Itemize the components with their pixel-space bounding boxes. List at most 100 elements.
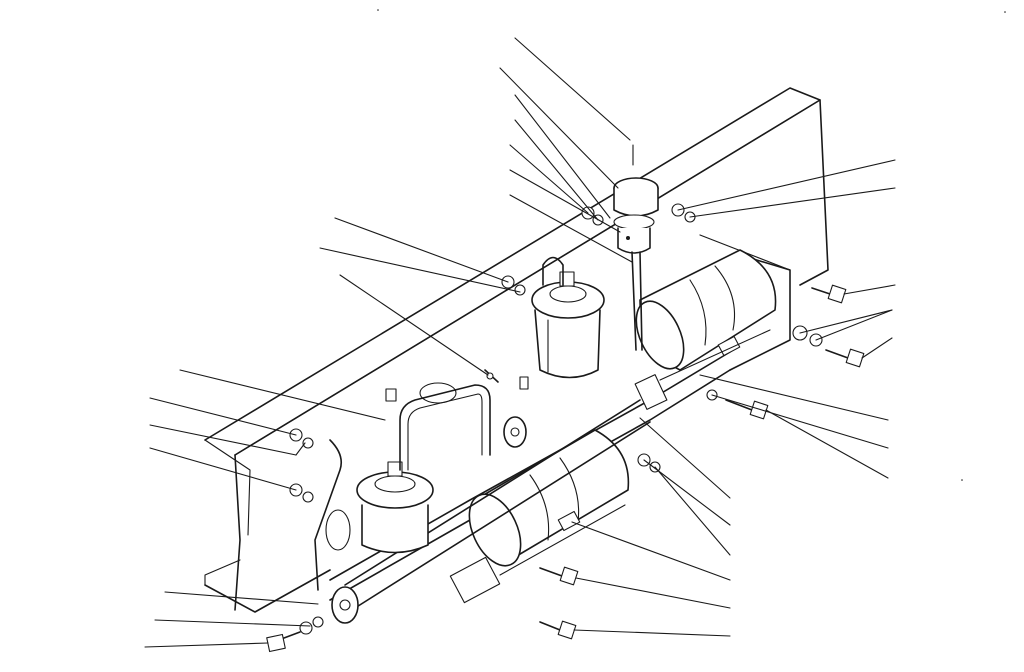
lower-chamber-nipple [387, 461, 403, 477]
callout-leader [711, 394, 889, 449]
u-bend-pipe [399, 256, 564, 471]
rail-hole-lower [325, 509, 351, 551]
small-screw-mid [484, 369, 499, 383]
callout-leader [509, 194, 633, 263]
scan-dot [961, 479, 963, 481]
lower-mount-block [449, 556, 501, 604]
shaft-end-hub [339, 599, 351, 611]
callout-leaders [144, 37, 896, 648]
callout-leader [765, 409, 889, 479]
shaft-mid-hub [510, 427, 520, 437]
bracket-right-plate [729, 254, 791, 371]
screw-head-icon [486, 372, 494, 380]
bolt-shank [539, 621, 561, 631]
rail-web-fold [204, 439, 251, 536]
callout-leader [573, 629, 731, 637]
u-bend-lower [399, 384, 491, 471]
callout-leader [654, 466, 731, 556]
rail-hole-upper [419, 382, 457, 404]
callout-leader [164, 591, 319, 605]
washer-icon [302, 491, 314, 503]
callout-leader [699, 374, 889, 421]
callout-leader [815, 309, 893, 341]
callout-leader [339, 274, 489, 376]
washer-icon [302, 437, 314, 449]
bolt-head-icon [557, 620, 577, 640]
left-pipe-line [314, 439, 343, 591]
scan-dot [1004, 11, 1006, 13]
callout-leader [334, 217, 509, 283]
frame-rail [204, 87, 829, 613]
bolt-bottom-1 [539, 566, 579, 586]
lower-chamber [356, 461, 434, 554]
bolt-shank [825, 349, 849, 359]
callout-leader [509, 144, 589, 214]
callout-leader [575, 577, 731, 609]
bolt-head-icon [559, 566, 579, 586]
callout-leader [499, 67, 619, 189]
bolt-mid-right [825, 348, 865, 368]
callout-leader [179, 369, 386, 421]
top-valve [613, 144, 659, 351]
bolt-bottom-2 [539, 620, 577, 640]
upper-cylinder-band-1 [689, 279, 707, 346]
scan-dot [377, 9, 379, 11]
upper-cylinder-band-2 [714, 265, 736, 331]
callout-leader [514, 119, 599, 221]
callout-leader [677, 159, 896, 211]
callout-leader [149, 397, 297, 436]
scan-marks [377, 9, 1006, 481]
bolt-head-icon [749, 400, 769, 420]
u-bend-lower-inner [407, 393, 483, 471]
nut-icon [312, 616, 324, 628]
valve-seal [613, 214, 655, 230]
shaft-end-flange [331, 586, 359, 624]
bolt-shank [539, 567, 563, 577]
callout-leader [319, 247, 521, 293]
lower-cylinder-rod [499, 504, 626, 576]
valve-body [617, 227, 651, 254]
callout-leader [861, 337, 893, 359]
callout-leader [571, 521, 731, 581]
callout-leader [689, 187, 896, 218]
upper-brake-cylinder [635, 249, 777, 381]
callout-leader [514, 37, 631, 141]
shaft-right-coupler [634, 374, 668, 410]
valve-cap-side [613, 187, 659, 217]
lower-chamber-body [361, 504, 429, 554]
callout-leader [799, 309, 893, 334]
upper-chamber [531, 271, 605, 379]
lower-cylinder-band-1 [529, 474, 550, 541]
upper-cylinder-rod [659, 329, 771, 381]
bolt-head-icon [266, 633, 286, 653]
shaft-bottom-edge [354, 421, 651, 609]
bolt-bottom-left [266, 616, 324, 653]
rail-bottom-lip [204, 559, 241, 586]
fitting-icon [385, 388, 397, 402]
shaft-top-edge [344, 399, 641, 586]
callout-leader [514, 94, 611, 219]
fitting-icon [519, 376, 529, 390]
rail-flange-edge [234, 99, 821, 456]
callout-leader [509, 169, 621, 233]
bolt-shank [283, 631, 301, 639]
u-bend-upper [542, 256, 564, 286]
shaft-mid-flange [503, 416, 527, 448]
lower-chamber-cap [374, 475, 416, 493]
bolt-shank [725, 399, 753, 411]
rail-bottom-flange [204, 569, 331, 613]
bolt-head-icon [827, 284, 847, 304]
shaft-assembly [331, 374, 668, 624]
nut-group-left [289, 428, 314, 503]
callout-leader [154, 619, 311, 627]
rail-web-end [799, 99, 829, 286]
callout-leader [843, 284, 896, 295]
lower-brake-cylinder [449, 429, 630, 604]
lower-cylinder-band-2 [559, 457, 580, 523]
lower-cylinder-clamp [557, 510, 581, 532]
washer-icon [514, 284, 526, 296]
valve-port [626, 236, 630, 240]
valve-stem-tube-a [631, 251, 637, 351]
bolt-head-icon [845, 348, 865, 368]
